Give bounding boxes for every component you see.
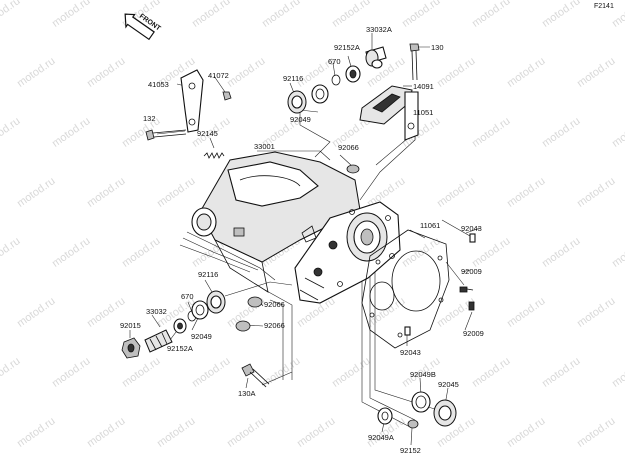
part-92152A-top — [345, 65, 361, 83]
label-92009-top: 92009 — [461, 267, 482, 276]
part-92049B-seal — [411, 391, 431, 413]
part-670-top — [331, 74, 341, 86]
label-33032A: 33032A — [366, 25, 392, 34]
part-92009-screw-top — [459, 286, 474, 293]
label-33001: 33001 — [254, 142, 275, 151]
label-92066-top: 92066 — [338, 143, 359, 152]
label-92152: 92152 — [400, 446, 421, 455]
label-92049-mid: 92049 — [191, 332, 212, 341]
label-92043-top: 92043 — [461, 224, 482, 233]
part-92015-nut — [121, 337, 141, 359]
label-92009-bot: 92009 — [463, 329, 484, 338]
part-92116-bearing-top — [287, 90, 307, 114]
part-92049-seal-top — [311, 84, 329, 104]
part-92152-collar — [407, 419, 419, 429]
label-670-top: 670 — [328, 57, 341, 66]
label-11061: 11061 — [420, 221, 441, 230]
label-11051: 11051 — [413, 108, 434, 117]
part-92152A-mid — [173, 318, 187, 334]
part-33001-swingarm-housing — [191, 151, 361, 293]
part-33032-shaft — [144, 329, 173, 353]
label-92015: 92015 — [120, 321, 141, 330]
label-92145: 92145 — [197, 129, 218, 138]
part-92116-bearing-mid — [206, 290, 226, 314]
part-92066-top — [346, 164, 360, 174]
label-92066-mid: 92066 — [264, 300, 285, 309]
part-92045-bearing — [433, 399, 457, 427]
label-92116-top: 92116 — [283, 74, 304, 83]
part-92049A-seal — [377, 407, 393, 425]
label-130A: 130A — [238, 389, 256, 398]
front-arrow-icon — [124, 13, 155, 41]
part-92043-pin-top — [469, 233, 476, 243]
label-92043-bot: 92043 — [400, 348, 421, 357]
label-670-mid: 670 — [181, 292, 194, 301]
figure-code: F2141 — [594, 3, 614, 10]
part-92049-seal-mid — [191, 300, 209, 320]
label-92049A: 92049A — [368, 433, 394, 442]
label-33032: 33032 — [146, 307, 167, 316]
part-11061-gasket — [361, 229, 450, 349]
label-92116-mid: 92116 — [198, 270, 219, 279]
part-41053-lever — [180, 69, 204, 133]
part-130A-bolt — [241, 363, 270, 388]
part-gear-case — [294, 201, 401, 304]
label-130: 130 — [431, 43, 444, 52]
label-41072: 41072 — [208, 71, 229, 80]
label-92045: 92045 — [438, 380, 459, 389]
part-92066-mid — [247, 296, 263, 308]
part-92009-screw-bot — [468, 301, 475, 311]
label-41053: 41053 — [148, 80, 169, 89]
part-92145-spring — [203, 152, 225, 159]
part-33032A — [365, 46, 387, 69]
part-92043-pin-bot — [404, 326, 411, 336]
leader-lines — [129, 33, 481, 446]
label-14091: 14091 — [413, 82, 434, 91]
label-92066-low: 92066 — [264, 321, 285, 330]
label-132: 132 — [143, 114, 156, 123]
part-14091-bracket — [359, 85, 419, 141]
label-92152A-mid: 92152A — [167, 344, 193, 353]
part-92066-low — [235, 320, 251, 332]
label-92152A-top: 92152A — [334, 43, 360, 52]
part-132-bolt — [145, 129, 187, 141]
part-130-bolt — [409, 43, 420, 81]
label-92049B: 92049B — [410, 370, 436, 379]
part-41072-nut — [222, 91, 232, 101]
label-92049-top: 92049 — [290, 115, 311, 124]
